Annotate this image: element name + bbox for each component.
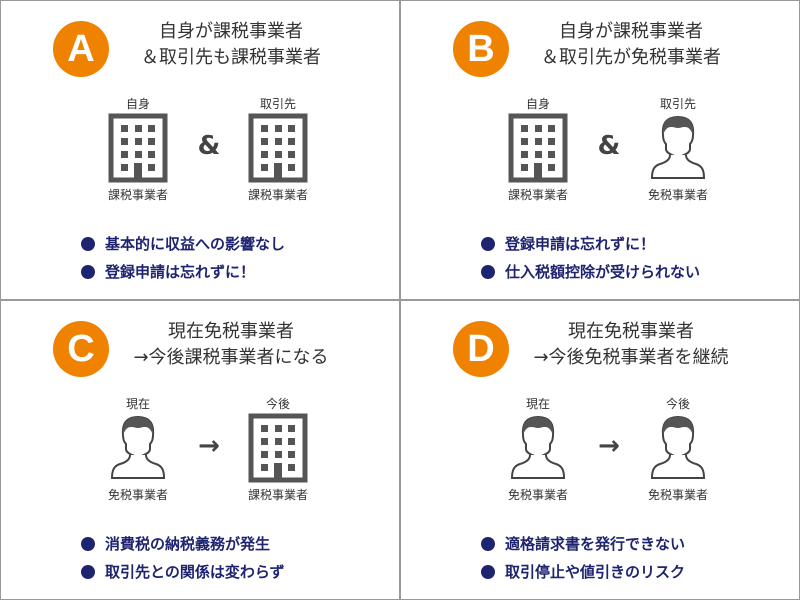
left-building-icon (508, 113, 568, 183)
bullet-text: 登録申請は忘れずに！ (105, 263, 256, 281)
left-person-icon (508, 413, 568, 483)
right-building-icon (248, 113, 308, 183)
bullet-dot-icon (81, 536, 95, 551)
panel-a: A 自身が課税事業者 ＆取引先も課税事業者 自身 課税事業者 & 取引先 課税事… (0, 0, 400, 300)
bullet-dot-icon (481, 536, 495, 551)
case-title: 現在免税事業者 →今後課税事業者になる (111, 319, 351, 371)
bullet-text: 消費税の納税義務が発生 (105, 535, 271, 553)
left-top-label: 自身 (525, 97, 550, 111)
bullet-text: 取引先との関係は変わらず (105, 563, 285, 581)
case-badge: C (53, 321, 109, 377)
bullet-item: 取引停止や値引きのリスク (481, 561, 685, 582)
connector-symbol: → (198, 431, 220, 461)
right-bottom-label: 課税事業者 (247, 188, 308, 202)
right-bottom-label: 免税事業者 (647, 488, 708, 502)
title-line-1: 自身が課税事業者 (159, 21, 303, 42)
title-line-2: ＆取引先も課税事業者 (141, 47, 321, 68)
bullet-dot-icon (481, 564, 495, 579)
bullet-text: 取引停止や値引きのリスク (505, 563, 686, 581)
left-person-icon (108, 413, 168, 483)
case-badge: A (53, 21, 109, 77)
connector-symbol: → (598, 431, 620, 461)
left-top-label: 現在 (525, 397, 550, 411)
right-bottom-label: 課税事業者 (247, 488, 308, 502)
left-building-icon (108, 113, 168, 183)
bullet-text: 登録申請は忘れずに！ (505, 235, 656, 253)
bullet-dot-icon (481, 236, 495, 251)
title-line-2: ＆取引先が免税事業者 (541, 47, 721, 68)
right-person-icon (648, 113, 708, 183)
bullet-item: 適格請求書を発行できない (481, 533, 685, 554)
bullet-item: 取引先との関係は変わらず (81, 561, 285, 582)
panel-c: C 現在免税事業者 →今後課税事業者になる 現在 免税事業者 → 今後 課税事業… (0, 300, 400, 600)
case-title: 現在免税事業者 →今後免税事業者を継続 (511, 319, 751, 371)
right-top-label: 取引先 (259, 97, 296, 111)
bullet-text: 適格請求書を発行できない (505, 535, 686, 553)
right-bottom-label: 免税事業者 (647, 188, 708, 202)
bullet-dot-icon (481, 264, 495, 279)
panel-d: D 現在免税事業者 →今後免税事業者を継続 現在 免税事業者 → 今後 免税事業… (400, 300, 800, 600)
left-bottom-label: 免税事業者 (507, 488, 568, 502)
title-line-1: 自身が課税事業者 (559, 21, 703, 42)
left-bottom-label: 課税事業者 (507, 188, 568, 202)
connector-symbol: & (597, 131, 621, 161)
left-bottom-label: 課税事業者 (107, 188, 168, 202)
right-top-label: 取引先 (659, 97, 696, 111)
right-person-icon (648, 413, 708, 483)
left-bottom-label: 免税事業者 (107, 488, 168, 502)
title-line-2: →今後課税事業者になる (133, 347, 329, 368)
right-building-icon (248, 413, 308, 483)
bullet-item: 消費税の納税義務が発生 (81, 533, 270, 554)
bullet-item: 登録申請は忘れずに！ (81, 261, 255, 282)
bullet-item: 仕入税額控除が受けられない (481, 261, 700, 282)
right-top-label: 今後 (665, 397, 690, 411)
bullet-dot-icon (81, 564, 95, 579)
case-title: 自身が課税事業者 ＆取引先が免税事業者 (511, 19, 751, 71)
bullet-dot-icon (81, 236, 95, 251)
right-top-label: 今後 (265, 397, 290, 411)
bullet-text: 仕入税額控除が受けられない (505, 263, 701, 281)
title-line-1: 現在免税事業者 (568, 321, 694, 342)
panel-b: B 自身が課税事業者 ＆取引先が免税事業者 自身 課税事業者 & 取引先 免税事… (400, 0, 800, 300)
case-title: 自身が課税事業者 ＆取引先も課税事業者 (111, 19, 351, 71)
title-line-1: 現在免税事業者 (168, 321, 294, 342)
case-badge: D (453, 321, 509, 377)
bullet-item: 基本的に収益への影響なし (81, 233, 285, 254)
bullet-text: 基本的に収益への影響なし (105, 235, 286, 253)
left-top-label: 自身 (125, 97, 150, 111)
left-top-label: 現在 (125, 397, 150, 411)
title-line-2: →今後免税事業者を継続 (533, 347, 729, 368)
case-badge: B (453, 21, 509, 77)
bullet-dot-icon (81, 264, 95, 279)
bullet-item: 登録申請は忘れずに！ (481, 233, 655, 254)
connector-symbol: & (197, 131, 221, 161)
